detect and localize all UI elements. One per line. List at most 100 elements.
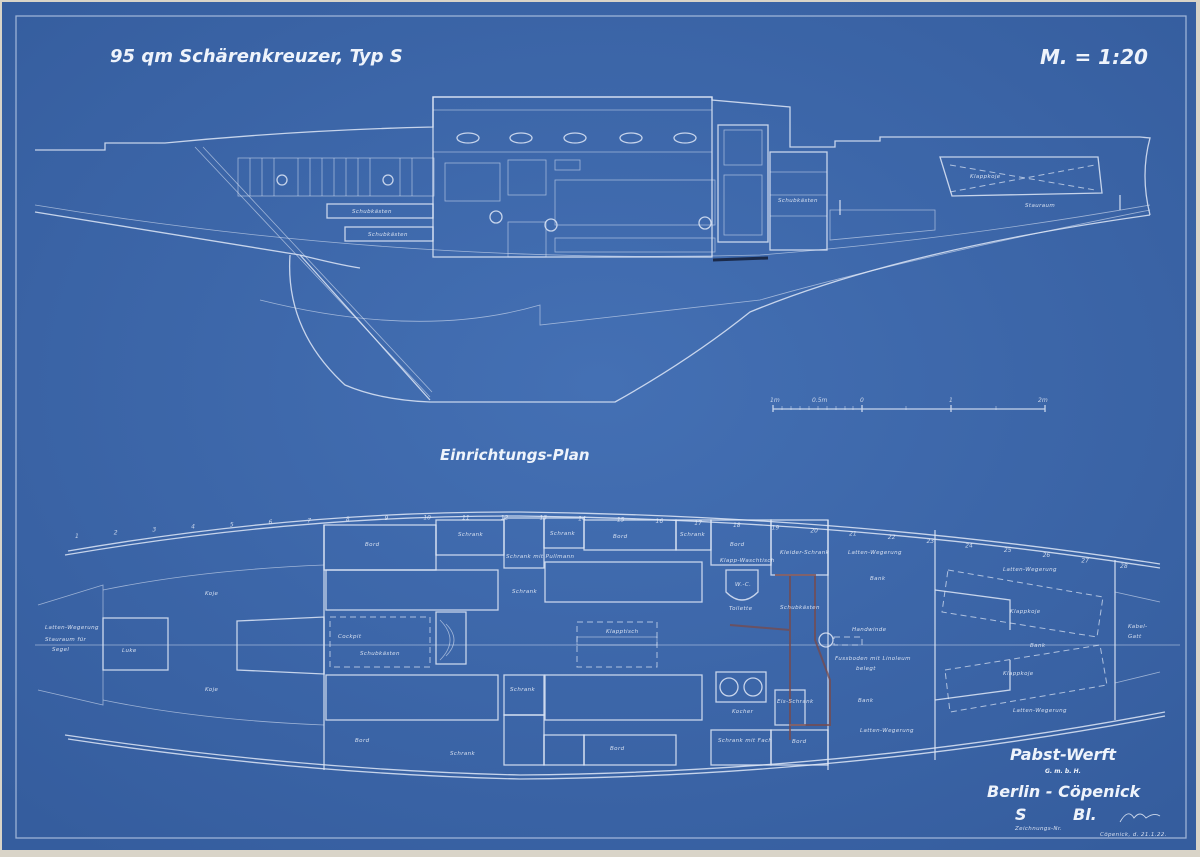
label-sail-storage: Stauraum für	[45, 637, 87, 643]
scale-bar: 1m 0.5m 0 1 2m	[770, 397, 1048, 412]
label-cable-locker: Kabel-	[1128, 624, 1148, 630]
station-number: 15	[617, 517, 625, 524]
label-folding-bunk: Klappkoje	[1010, 609, 1041, 615]
station-number: 26	[1043, 552, 1051, 559]
label-batten-lining: Latten-Wegerung	[848, 550, 902, 556]
label-stove: Kocher	[732, 709, 754, 715]
label-wardrobe: Kleider-Schrank	[780, 550, 830, 556]
signature	[1119, 813, 1161, 823]
scale-tick-label: 1	[949, 397, 953, 404]
label-shelf: Bord	[792, 739, 807, 745]
portholes	[276, 132, 697, 186]
sheet-suffix: Bl.	[1073, 805, 1097, 824]
label-cupboard: Schrank	[510, 687, 536, 693]
scale-label: M. = 1:20	[1040, 45, 1148, 69]
station-number: 5	[230, 521, 234, 528]
station-number: 25	[1004, 547, 1012, 554]
label-icebox: Eis-Schrank	[777, 699, 814, 705]
station-number: 4	[191, 524, 195, 531]
station-number: 17	[694, 520, 702, 527]
label-hand-winch: Handwinde	[852, 627, 887, 633]
company-city: Berlin - Cöpenick	[987, 782, 1141, 801]
station-number: 7	[307, 518, 311, 525]
label-shelf: Bord	[365, 542, 380, 548]
label-shelf: Bord	[355, 738, 370, 744]
label-berth: Koje	[205, 687, 219, 693]
station-number: 11	[462, 514, 470, 521]
station-number: 10	[423, 515, 431, 522]
label-cupboard: Schrank	[550, 531, 576, 537]
label-drawers: Schubkästen	[780, 605, 820, 611]
station-number: 9	[385, 515, 389, 522]
label-cupboard: Schrank	[512, 589, 538, 595]
label-shelf: Bord	[730, 542, 745, 548]
label-drawers: Schubkästen	[352, 209, 392, 215]
plan-labels: Bord Schrank Schrank mit Pullmann Schran…	[45, 531, 1148, 757]
scale-tick-label: 0	[860, 397, 864, 404]
label-batten-lining: Latten-Wegerung	[45, 625, 99, 631]
station-number: 3	[152, 526, 156, 533]
label-floor: Fussboden mit Linoleum	[835, 656, 911, 662]
label-batten-lining: Latten-Wegerung	[1003, 567, 1057, 573]
scale-tick-label: 0.5m	[812, 397, 828, 404]
station-number: 24	[965, 542, 973, 549]
title-block: Pabst-Werft G. m. b. H. Berlin - Cöpenic…	[987, 745, 1167, 838]
label-bench: Bank	[858, 698, 874, 704]
station-number: 13	[539, 515, 547, 522]
label-drawers: Schubkästen	[360, 651, 400, 657]
label-bench: Bank	[1030, 643, 1046, 649]
station-number: 27	[1081, 557, 1089, 564]
label-storage: Stauraum	[1025, 203, 1055, 209]
sheet-code: S	[1015, 805, 1027, 824]
station-number: 6	[269, 519, 273, 526]
station-number: 2	[114, 530, 118, 537]
label-shelf: Bord	[613, 534, 628, 540]
station-number: 23	[926, 538, 934, 545]
label-shelf: Bord	[610, 746, 625, 752]
label-drawers: Schubkästen	[778, 198, 818, 204]
label-washstand: Klapp-Waschtisch	[720, 558, 775, 564]
company-name: Pabst-Werft	[1010, 745, 1117, 764]
station-number: 19	[772, 525, 780, 532]
station-number: 12	[501, 514, 509, 521]
profile-section-view: Schubkästen Schubkästen Schubkästen Klap…	[34, 96, 1151, 403]
label-batten-lining: Latten-Wegerung	[860, 728, 914, 734]
drawing-number-label: Zeichnungs-Nr.	[1014, 826, 1062, 832]
place-date: Cöpenick, d. 21.1.22.	[1100, 832, 1167, 838]
deck-plan-view	[35, 511, 1180, 780]
label-cockpit: Cockpit	[338, 634, 362, 640]
drawing-title: 95 qm Schärenkreuzer, Typ S	[110, 46, 403, 67]
station-number: 22	[888, 534, 896, 541]
label-hatch: Luke	[122, 648, 137, 654]
plan-title: Einrichtungs-Plan	[440, 446, 590, 464]
label-bench: Bank	[870, 576, 886, 582]
label-folding-table: Klapptisch	[606, 629, 639, 635]
label-toilet: Toilette	[729, 606, 753, 612]
station-number: 20	[810, 527, 818, 534]
label-cable-locker: Gatt	[1128, 634, 1142, 640]
station-number: 18	[733, 522, 741, 529]
label-cupboard: Schrank	[680, 532, 706, 538]
label-batten-lining: Latten-Wegerung	[1013, 708, 1067, 714]
label-cupboard: Schrank mit Fach	[718, 738, 772, 744]
company-form: G. m. b. H.	[1045, 768, 1081, 775]
station-number: 28	[1120, 563, 1128, 570]
station-number: 21	[849, 531, 857, 538]
scale-tick-label: 1m	[770, 397, 780, 404]
label-cupboard: Schrank	[458, 532, 484, 538]
label-folding-bunk: Klappkoje	[970, 174, 1001, 180]
label-floor: belegt	[856, 666, 876, 672]
label-cupboard: Schrank mit Pullmann	[506, 554, 575, 560]
label-berth: Koje	[205, 591, 219, 597]
station-number: 16	[656, 518, 664, 525]
drawing-border	[15, 15, 1187, 839]
label-drawers: Schubkästen	[368, 232, 408, 238]
station-number: 14	[578, 515, 586, 522]
station-number: 1	[75, 533, 79, 540]
label-wc: W.-C.	[735, 582, 751, 588]
label-folding-bunk: Klappkoje	[1003, 671, 1034, 677]
scale-tick-label: 2m	[1038, 397, 1048, 404]
